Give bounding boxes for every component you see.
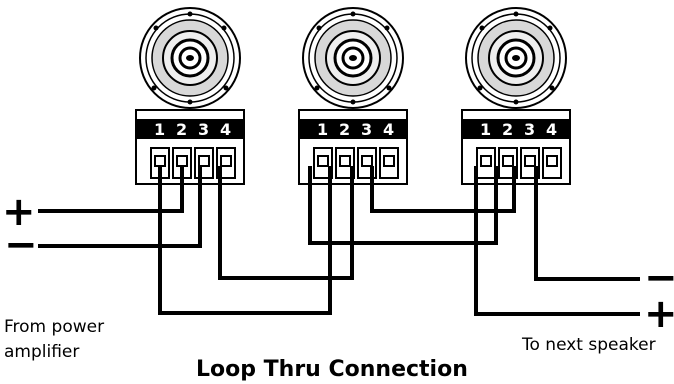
- terminal-number-3: 3: [198, 120, 209, 139]
- wire-loop-minus-2-3: [370, 166, 516, 213]
- speaker-screw: [350, 99, 356, 105]
- terminal-screw: [480, 155, 492, 167]
- terminal-number-4: 4: [383, 120, 394, 139]
- terminal-number-4: 4: [546, 120, 557, 139]
- to-next-speaker-label: To next speaker: [521, 335, 656, 355]
- from-amplifier-label-line2: amplifier: [4, 342, 79, 362]
- terminal-screw: [361, 155, 373, 167]
- terminal-screw: [502, 155, 514, 167]
- speaker-screw: [547, 25, 553, 31]
- terminal-screw: [220, 155, 232, 167]
- wire-input-plus: [38, 166, 184, 213]
- speaker-screw: [223, 85, 229, 91]
- speaker-screw: [151, 85, 157, 91]
- terminal-screw: [176, 155, 188, 167]
- terminal-number-4: 4: [220, 120, 231, 139]
- terminal-number-3: 3: [361, 120, 372, 139]
- terminal-screw: [339, 155, 351, 167]
- speaker-center-dot: [512, 55, 520, 61]
- terminal-screw: [154, 155, 166, 167]
- speaker-screw: [384, 25, 390, 31]
- output-minus-sign: −: [644, 255, 674, 301]
- speaker-center-dot: [186, 55, 194, 61]
- terminal-number-3: 3: [524, 120, 535, 139]
- diagram-title: Loop Thru Connection: [196, 357, 468, 382]
- terminal-screw: [317, 155, 329, 167]
- terminal-number-1: 1: [154, 120, 165, 139]
- terminal-number-2: 2: [339, 120, 350, 139]
- terminal-number-strip: [463, 119, 569, 139]
- speaker-screw: [386, 85, 392, 91]
- wire-output-minus: [534, 166, 640, 281]
- from-amplifier-label-line1: From power: [4, 317, 104, 337]
- wire-input-minus: [38, 166, 202, 248]
- wire-loop-minus-1-2: [218, 166, 354, 280]
- speaker-screw: [221, 25, 227, 31]
- terminal-number-1: 1: [480, 120, 491, 139]
- terminal-number-1: 1: [317, 120, 328, 139]
- terminal-number-2: 2: [502, 120, 513, 139]
- terminal-number-strip: [300, 119, 406, 139]
- wire-loop-plus-2-3: [308, 166, 498, 245]
- speaker-center-dot: [349, 55, 357, 61]
- wire-loop-plus-1-2: [158, 166, 332, 315]
- speaker-screw: [316, 25, 322, 31]
- speaker-screw: [350, 11, 356, 17]
- speaker-screw: [187, 11, 193, 17]
- speaker-screw: [549, 85, 555, 91]
- input-plus-sign: +: [2, 189, 36, 235]
- terminal-number-strip: [137, 119, 243, 139]
- speaker-screw: [513, 11, 519, 17]
- input-minus-sign: −: [4, 222, 38, 268]
- speaker-screw: [513, 99, 519, 105]
- wire-output-plus: [474, 166, 640, 316]
- terminal-screw: [383, 155, 395, 167]
- terminal-screw: [524, 155, 536, 167]
- speaker-screw: [314, 85, 320, 91]
- terminal-screw: [546, 155, 558, 167]
- speaker-screw: [479, 25, 485, 31]
- speaker-screw: [153, 25, 159, 31]
- terminal-number-2: 2: [176, 120, 187, 139]
- output-plus-sign: +: [644, 291, 674, 337]
- terminal-screw: [198, 155, 210, 167]
- speaker-screw: [477, 85, 483, 91]
- speaker-screw: [187, 99, 193, 105]
- wires: [38, 166, 640, 316]
